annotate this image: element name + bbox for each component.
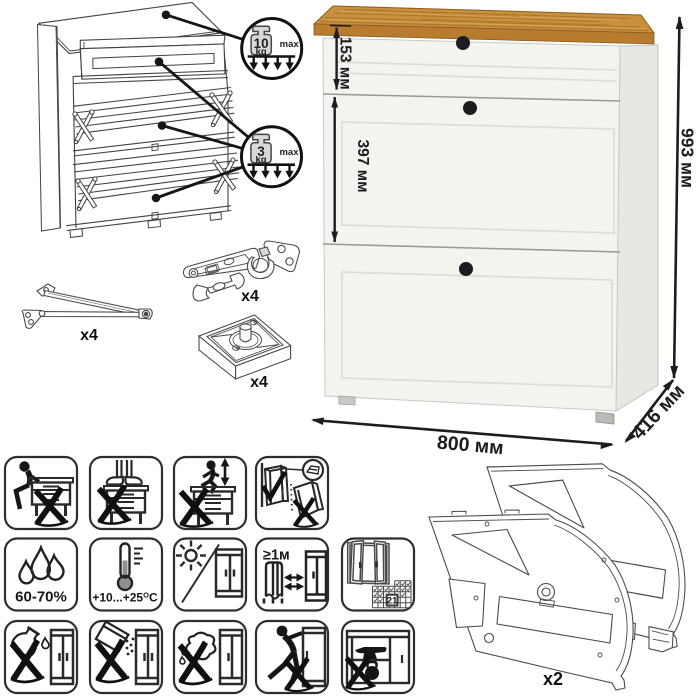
svg-text:x4: x4 [241, 288, 259, 305]
svg-text:≥1м: ≥1м [263, 548, 290, 564]
svg-text:+10...+25OC: +10...+25OC [92, 591, 158, 605]
svg-text:153 мм: 153 мм [337, 37, 354, 90]
svg-text:kg: kg [255, 155, 266, 166]
svg-text:kg: kg [256, 46, 267, 57]
svg-text:10: 10 [254, 36, 269, 51]
svg-text:x4: x4 [80, 327, 98, 344]
svg-text:x4: x4 [250, 374, 268, 391]
svg-text:60-70%: 60-70% [15, 589, 67, 606]
svg-text:x2: x2 [543, 669, 563, 689]
svg-text:21: 21 [387, 595, 398, 606]
svg-text:993 мм: 993 мм [678, 128, 698, 188]
svg-text:3: 3 [257, 144, 265, 159]
svg-text:397 мм: 397 мм [354, 140, 371, 193]
svg-text:800 мм: 800 мм [436, 432, 504, 460]
